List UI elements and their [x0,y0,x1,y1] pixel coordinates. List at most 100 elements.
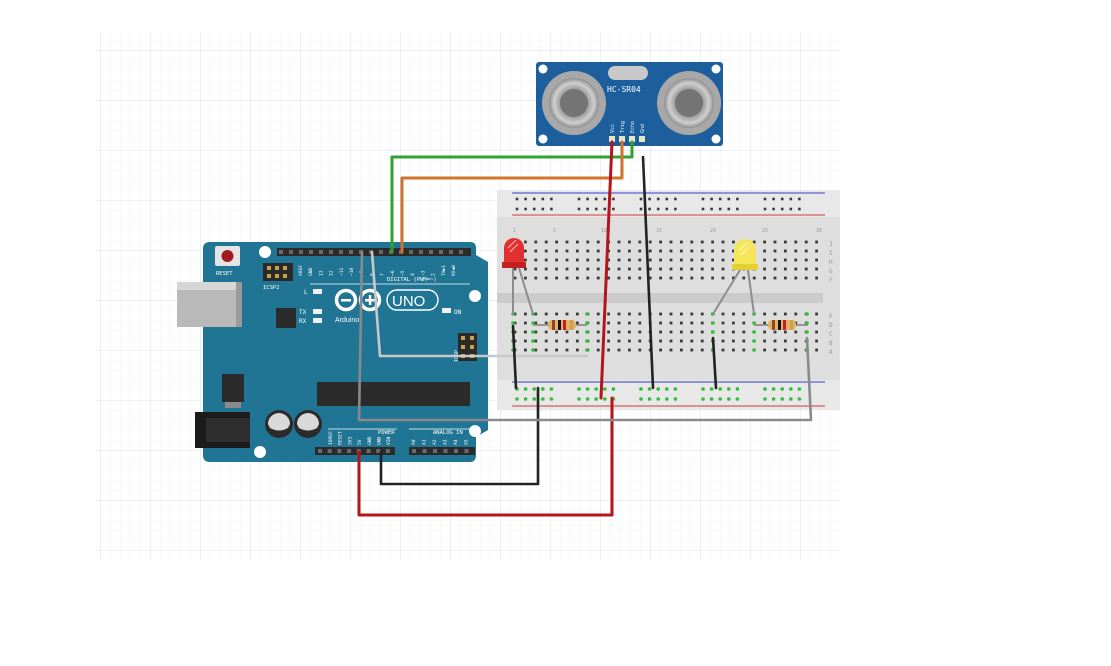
usb-chip [276,308,296,328]
header-pin[interactable] [337,449,342,453]
breadboard-hole [763,330,766,334]
header-pin[interactable] [422,449,427,453]
connected-hole-marker [718,397,722,401]
connected-hole-marker [639,387,643,391]
breadboard-hole [763,249,766,253]
pin-label-gnd: Gnd [640,124,646,133]
breadboard-hole [815,348,818,352]
rail-hole [798,207,801,211]
header-pin[interactable] [429,250,433,254]
header-pin[interactable] [376,449,381,453]
wire-led1-gnd[interactable] [511,324,518,390]
header-pin[interactable] [289,250,293,254]
rail-hole [780,197,784,201]
breadboard-hole [721,348,725,352]
breadboard: J I H G F E D C B A 1 5 10 15 20 25 30 [497,190,840,410]
breadboard-hole [659,339,662,343]
breadboard-hole [690,249,694,253]
header-pin[interactable] [443,449,448,453]
header-pin[interactable] [385,449,390,453]
rail-hole [515,207,519,211]
sensor-pin-echo[interactable] [629,136,635,142]
row-letter: C [829,331,833,338]
breadboard-hole [804,276,808,280]
connected-hole-marker [665,397,669,401]
breadboard-hole [773,240,777,244]
wire-led1-signal[interactable] [370,250,589,358]
on-label: ON [454,309,462,316]
breadboard-hole [752,276,756,280]
breadboard-hole [690,276,694,280]
header-pin[interactable] [339,250,343,254]
pin-label-trig: Trig [620,121,626,133]
header-pin[interactable] [449,250,453,254]
connected-hole-marker [771,397,776,401]
breadboard-hole [794,276,798,280]
breadboard-hole [555,249,558,253]
header-pin[interactable] [349,250,353,254]
atmega-chip [317,382,470,406]
header-pin[interactable] [366,449,371,453]
header-pin[interactable] [309,250,313,254]
breadboard-hole [680,312,683,316]
header-pin[interactable] [318,449,322,453]
breadboard-hole [555,330,558,334]
breadboard-hole [534,249,538,253]
wire-gnd-to-rail[interactable] [379,386,540,486]
rail-hole [710,197,713,201]
led-yellow[interactable] [712,239,758,315]
breadboard-hole [576,339,579,343]
breadboard-hole [638,348,642,352]
breadboard-hole [617,348,621,352]
breadboard-hole [773,267,777,271]
header-pin[interactable] [327,449,332,453]
breadboard-hole [565,276,569,280]
header-pin[interactable] [319,250,323,254]
sensor-pin-trig[interactable] [619,136,625,142]
header-pin[interactable] [459,250,463,254]
wire-trig[interactable] [390,140,634,254]
resistor-1[interactable] [533,320,587,330]
header-pin[interactable] [464,449,469,453]
breadboard-hole [628,249,631,253]
breadboard-hole [732,312,735,316]
header-pin[interactable] [299,250,303,254]
breadboard-hole [544,267,548,271]
header-pin[interactable] [412,449,416,453]
header-pin[interactable] [454,449,458,453]
connected-hole-marker [735,387,740,391]
breadboard-hole [596,312,600,316]
sensor-pin-gnd[interactable] [639,136,645,142]
sensor-pin-vcc[interactable] [609,136,615,142]
wire-echo[interactable] [400,140,624,254]
header-pin[interactable] [379,250,383,254]
wire-vcc[interactable] [599,140,614,400]
header-pin[interactable] [419,250,423,254]
breadboard-hole [513,321,517,325]
breadboard-hole [628,339,631,343]
header-pin[interactable] [409,250,413,254]
header-pin[interactable] [347,449,352,453]
breadboard-hole [534,240,538,244]
header-pin[interactable] [433,449,437,453]
header-pin[interactable] [329,250,333,254]
breadboard-hole [534,348,538,352]
connected-hole-marker [665,387,669,391]
header-pin[interactable] [279,250,283,254]
breadboard-hole [513,312,517,316]
breadboard-hole [565,249,569,253]
wire-led2-gnd[interactable] [711,336,718,390]
wire-led2-signal[interactable] [357,250,813,422]
breadboard-hole [669,249,673,253]
resistor-2[interactable] [754,320,808,330]
breadboard-hole [804,240,808,244]
led-red[interactable] [502,238,534,315]
breadboard-hole [586,240,590,244]
rx-led [313,318,322,323]
breadboard-hole [700,330,704,334]
header-pin[interactable] [439,250,443,254]
wire-5v-to-rail[interactable] [357,396,614,517]
wire-sensor-gnd[interactable] [641,155,655,390]
breadboard-hole [794,348,798,352]
breadboard-hole [763,267,766,271]
